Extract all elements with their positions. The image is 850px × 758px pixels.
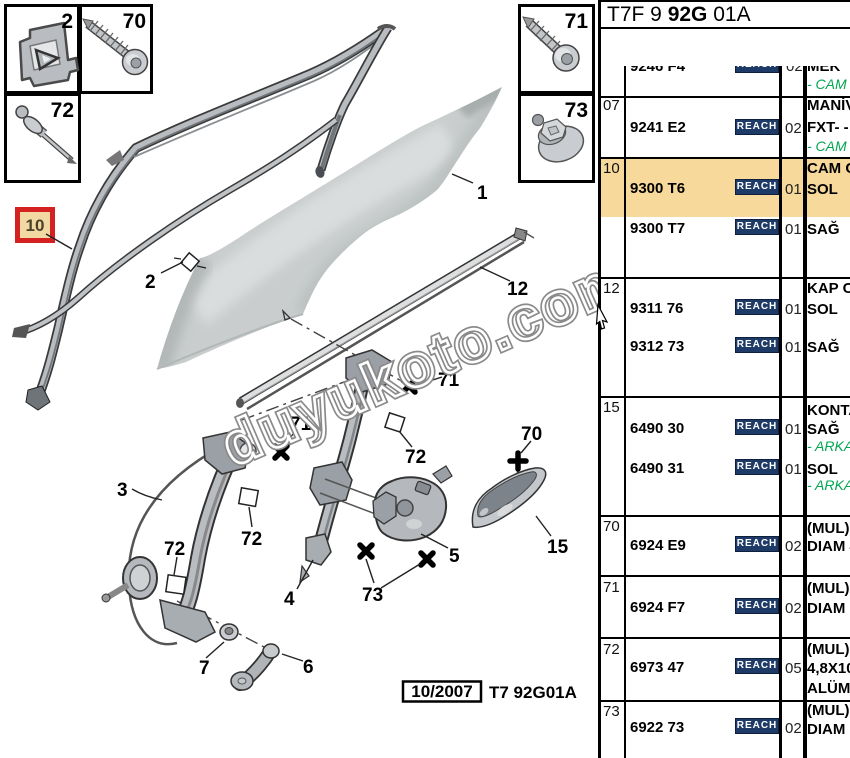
svg-text:71: 71 (438, 370, 460, 391)
svg-text:10: 10 (26, 216, 45, 235)
svg-text:72: 72 (405, 447, 426, 468)
svg-text:70: 70 (123, 10, 146, 33)
svg-text:73: 73 (362, 585, 383, 606)
svg-text:6: 6 (303, 657, 314, 678)
svg-text:15: 15 (547, 537, 569, 558)
svg-text:2: 2 (145, 272, 156, 293)
svg-text:72: 72 (241, 529, 262, 550)
svg-text:71: 71 (565, 10, 589, 33)
svg-text:71: 71 (290, 414, 312, 435)
svg-text:3: 3 (117, 480, 128, 501)
svg-text:4: 4 (284, 589, 295, 610)
svg-text:72: 72 (164, 539, 185, 560)
svg-text:73: 73 (565, 99, 588, 122)
svg-text:1: 1 (477, 183, 488, 204)
svg-text:12: 12 (507, 279, 528, 300)
svg-text:5: 5 (449, 546, 460, 567)
svg-text:7: 7 (199, 658, 210, 679)
svg-text:10/2007: 10/2007 (411, 682, 472, 701)
svg-text:72: 72 (51, 99, 74, 122)
svg-text:2: 2 (61, 10, 73, 33)
svg-text:T7 92G01A: T7 92G01A (489, 683, 577, 702)
svg-text:70: 70 (521, 424, 542, 445)
